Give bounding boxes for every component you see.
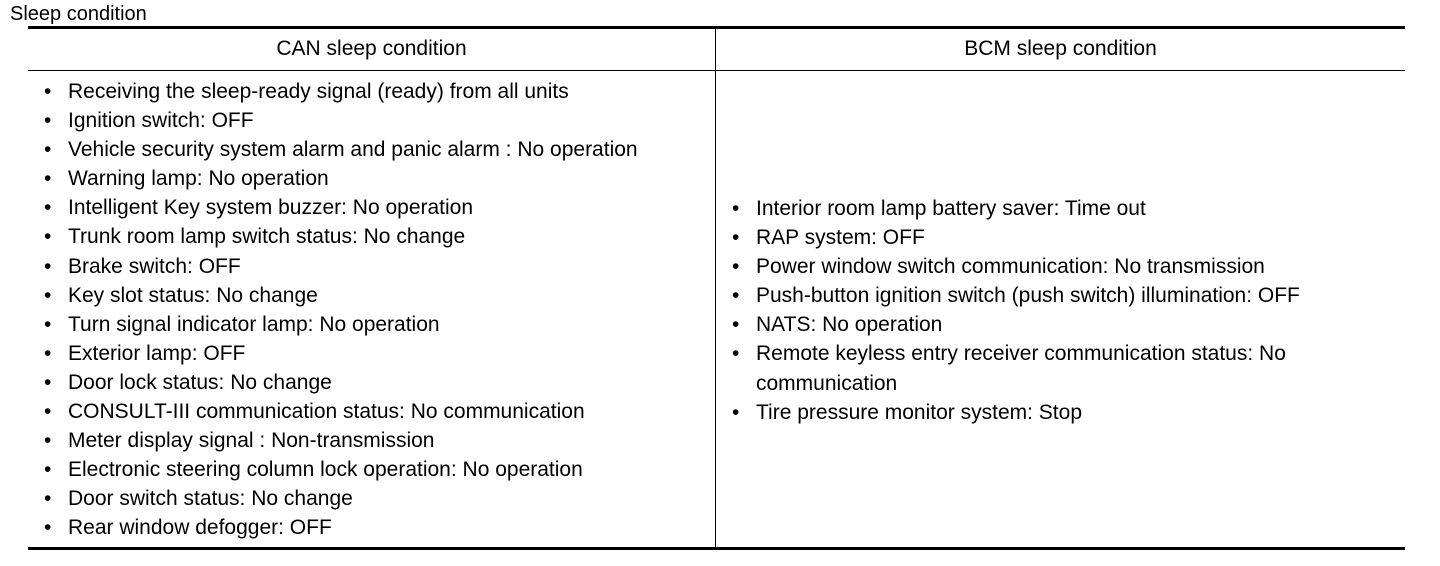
- condition-text: Rear window defogger: OFF: [68, 516, 332, 540]
- bullet-icon: •: [732, 284, 740, 308]
- list-item: • Ignition switch: OFF: [30, 106, 638, 135]
- bullet-icon: •: [44, 487, 52, 511]
- column-divider: [715, 29, 716, 547]
- list-item: • Meter display signal : Non-transmission: [30, 426, 638, 455]
- list-item: • Door lock status: No change: [30, 368, 638, 397]
- bullet-icon: •: [44, 341, 52, 365]
- list-item: • Trunk room lamp switch status: No chang…: [30, 222, 638, 251]
- condition-text: Remote keyless entry receiver communicat…: [756, 342, 1286, 395]
- list-item: • Vehicle security system alarm and panic…: [30, 135, 638, 164]
- sleep-condition-table: CAN sleep condition BCM sleep condition …: [28, 26, 1405, 550]
- bullet-icon: •: [44, 80, 52, 103]
- bcm-condition-list: • Interior room lamp battery saver: Time …: [718, 194, 1376, 427]
- list-item: • RAP system: OFF: [718, 223, 1376, 252]
- condition-text: Vehicle security system alarm and panic …: [68, 138, 638, 162]
- bullet-icon: •: [732, 255, 740, 279]
- bullet-icon: •: [44, 167, 52, 191]
- condition-text: Ignition switch: OFF: [68, 109, 254, 133]
- header-can-sleep-condition: CAN sleep condition: [276, 37, 467, 60]
- condition-text: Intelligent Key system buzzer: No operat…: [68, 196, 474, 220]
- bullet-icon: •: [44, 138, 52, 162]
- list-item: • Interior room lamp battery saver: Time …: [718, 194, 1376, 223]
- bullet-icon: •: [44, 225, 52, 249]
- list-item: • Turn signal indicator lamp: No operatio…: [30, 310, 638, 339]
- bullet-icon: •: [732, 197, 740, 220]
- list-item: • NATS: No operation: [718, 310, 1376, 339]
- list-item: • Tire pressure monitor system: Stop: [718, 398, 1376, 427]
- condition-text: Tire pressure monitor system: Stop: [756, 400, 1082, 424]
- list-item: • Rear window defogger: OFF: [30, 513, 638, 542]
- bullet-icon: •: [44, 283, 52, 307]
- condition-text: Receiving the sleep-ready signal (ready)…: [68, 80, 569, 103]
- list-item: • Electronic steering column lock operati…: [30, 455, 638, 484]
- list-item: • CONSULT-III communication status: No co…: [30, 397, 638, 426]
- bullet-icon: •: [44, 400, 52, 424]
- bullet-icon: •: [732, 313, 740, 337]
- bullet-icon: •: [44, 516, 52, 540]
- list-item: • Warning lamp: No operation: [30, 164, 638, 193]
- condition-text: Interior room lamp battery saver: Time o…: [756, 197, 1146, 220]
- condition-text: Door switch status: No change: [68, 487, 353, 511]
- bullet-icon: •: [732, 342, 740, 366]
- list-item: • Remote keyless entry receiver communica…: [718, 339, 1376, 397]
- list-item: • Push-button ignition switch (push switc…: [718, 281, 1376, 310]
- list-item: • Key slot status: No change: [30, 281, 638, 310]
- list-item: • Intelligent Key system buzzer: No opera…: [30, 193, 638, 222]
- condition-text: Turn signal indicator lamp: No operation: [68, 312, 440, 336]
- list-item: • Door switch status: No change: [30, 484, 638, 513]
- bullet-icon: •: [44, 370, 52, 394]
- bullet-icon: •: [44, 254, 52, 278]
- condition-text: CONSULT-III communication status: No com…: [68, 400, 585, 424]
- header-bcm-sleep-condition: BCM sleep condition: [964, 37, 1157, 60]
- condition-text: Brake switch: OFF: [68, 254, 241, 278]
- condition-text: Key slot status: No change: [68, 283, 318, 307]
- condition-text: RAP system: OFF: [756, 226, 925, 250]
- condition-text: Power window switch communication: No tr…: [756, 255, 1265, 279]
- can-condition-list: • Receiving the sleep-ready signal (ready…: [30, 77, 638, 543]
- condition-text: NATS: No operation: [756, 313, 943, 337]
- bullet-icon: •: [44, 312, 52, 336]
- condition-text: Meter display signal : Non-transmission: [68, 429, 435, 453]
- bullet-icon: •: [44, 458, 52, 482]
- bullet-icon: •: [732, 226, 740, 250]
- table-caption: Sleep condition: [10, 3, 147, 25]
- condition-text: Warning lamp: No operation: [68, 167, 329, 191]
- bullet-icon: •: [44, 429, 52, 453]
- bullet-icon: •: [44, 196, 52, 220]
- table-header-row: CAN sleep condition BCM sleep condition: [28, 29, 1405, 71]
- condition-text: Push-button ignition switch (push switch…: [756, 284, 1300, 308]
- bullet-icon: •: [732, 400, 740, 424]
- list-item: • Receiving the sleep-ready signal (ready…: [30, 77, 638, 106]
- list-item: • Exterior lamp: OFF: [30, 339, 638, 368]
- condition-text: Door lock status: No change: [68, 370, 332, 394]
- bullet-icon: •: [44, 109, 52, 133]
- condition-text: Exterior lamp: OFF: [68, 341, 246, 365]
- condition-text: Electronic steering column lock operatio…: [68, 458, 583, 482]
- list-item: • Power window switch communication: No t…: [718, 252, 1376, 281]
- list-item: • Brake switch: OFF: [30, 252, 638, 281]
- condition-text: Trunk room lamp switch status: No change: [68, 225, 466, 249]
